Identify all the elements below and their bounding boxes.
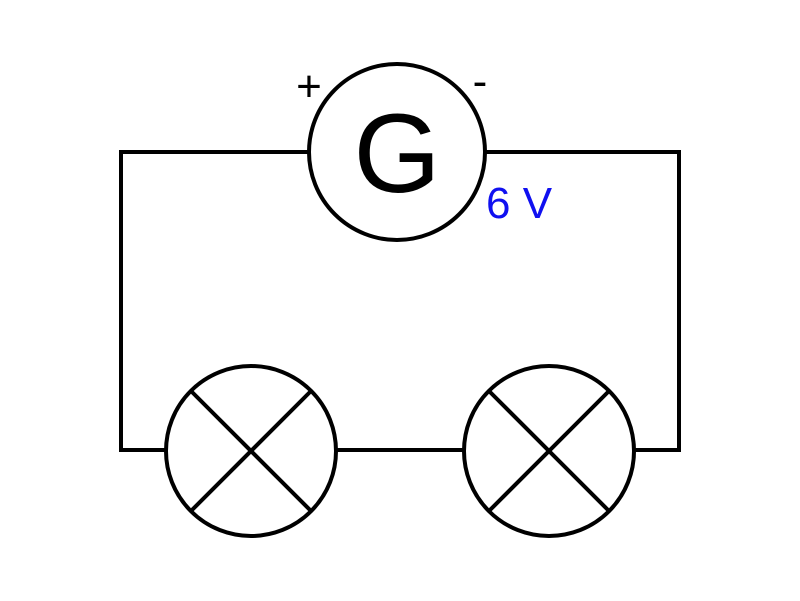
- lamp-left: [164, 364, 338, 538]
- circuit-wires: [119, 150, 681, 452]
- generator-circle: [307, 62, 487, 242]
- generator-symbol: G: [353, 91, 440, 216]
- lamp-right: [462, 364, 636, 538]
- lamp-left-cross-b: [189, 389, 313, 513]
- generator: G + - 6 V: [296, 57, 553, 242]
- wire-top-left: [119, 150, 308, 452]
- generator-negative-terminal: -: [473, 57, 488, 106]
- lamp-right-cross-b: [487, 389, 611, 513]
- generator-positive-terminal: +: [296, 62, 322, 111]
- wire-top-right: [485, 150, 681, 452]
- generator-voltage-label: 6 V: [486, 179, 553, 228]
